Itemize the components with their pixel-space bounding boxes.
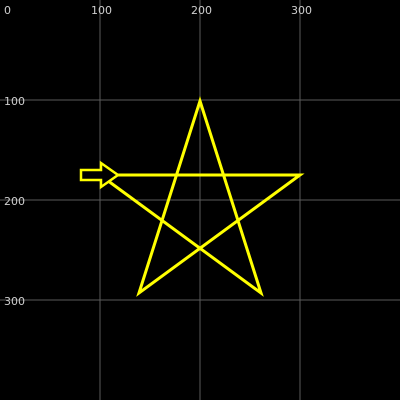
star-shape bbox=[95, 96, 305, 297]
y-tick-100: 100 bbox=[4, 95, 25, 108]
x-tick-0: 0 bbox=[4, 4, 11, 17]
x-tick-300: 300 bbox=[291, 4, 312, 17]
x-tick-100: 100 bbox=[91, 4, 112, 17]
tick-labels: 0 100 200 300 100 200 300 bbox=[4, 4, 312, 308]
arrow-cursor-shape bbox=[79, 160, 121, 190]
arrow-cursor-icon bbox=[79, 160, 121, 190]
y-tick-300: 300 bbox=[4, 295, 25, 308]
x-tick-200: 200 bbox=[191, 4, 212, 17]
y-tick-200: 200 bbox=[4, 195, 25, 208]
